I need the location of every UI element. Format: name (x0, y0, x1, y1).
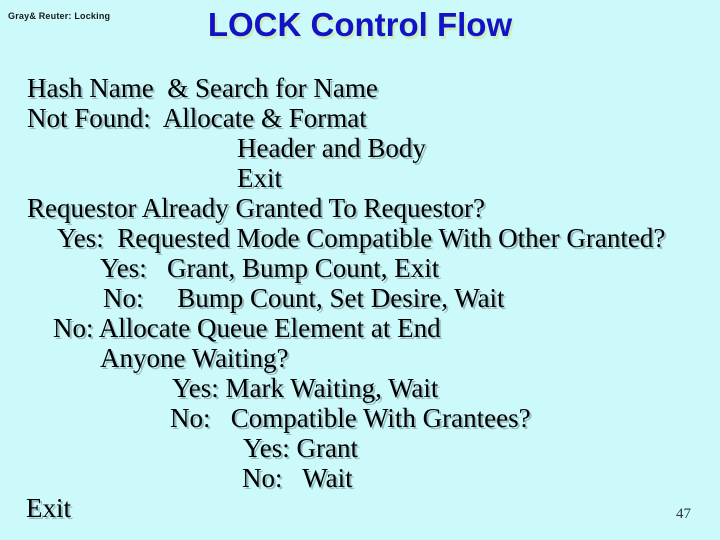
flow-line-no-wait: No: Wait (242, 463, 353, 493)
flow-line-exit-final: Exit (26, 493, 71, 523)
deck-watermark: Gray& Reuter: Locking (8, 11, 111, 21)
flow-line-header-and-body: Header and Body (237, 133, 426, 163)
flow-line-anyone-waiting: Anyone Waiting? (100, 343, 289, 373)
slide-title: LOCK Control Flow (207, 6, 513, 43)
flow-line-yes-requested: Yes: Requested Mode Compatible With Othe… (57, 223, 666, 253)
flow-line-no-compatible: No: Compatible With Grantees? (170, 403, 531, 433)
flow-line-no-allocate: No: Allocate Queue Element at End (53, 313, 441, 343)
flow-line-yes-grant: Yes: Grant (243, 433, 359, 463)
flow-line-yes-grant-bump: Yes: Grant, Bump Count, Exit (100, 253, 440, 283)
flow-line-yes-mark-waiting: Yes: Mark Waiting, Wait (172, 373, 439, 403)
page-number: 47 (676, 506, 691, 522)
flow-line-exit-inner: Exit (237, 163, 282, 193)
flow-line-requestor: Requestor Already Granted To Requestor? (27, 193, 485, 223)
flow-line-hash-name: Hash Name & Search for Name (27, 73, 378, 103)
flow-line-not-found: Not Found: Allocate & Format (27, 103, 367, 133)
flow-line-no-bump-count: No: Bump Count, Set Desire, Wait (103, 283, 505, 313)
lock-control-flow-outline: Hash Name & Search for Name Not Found: A… (0, 73, 720, 523)
